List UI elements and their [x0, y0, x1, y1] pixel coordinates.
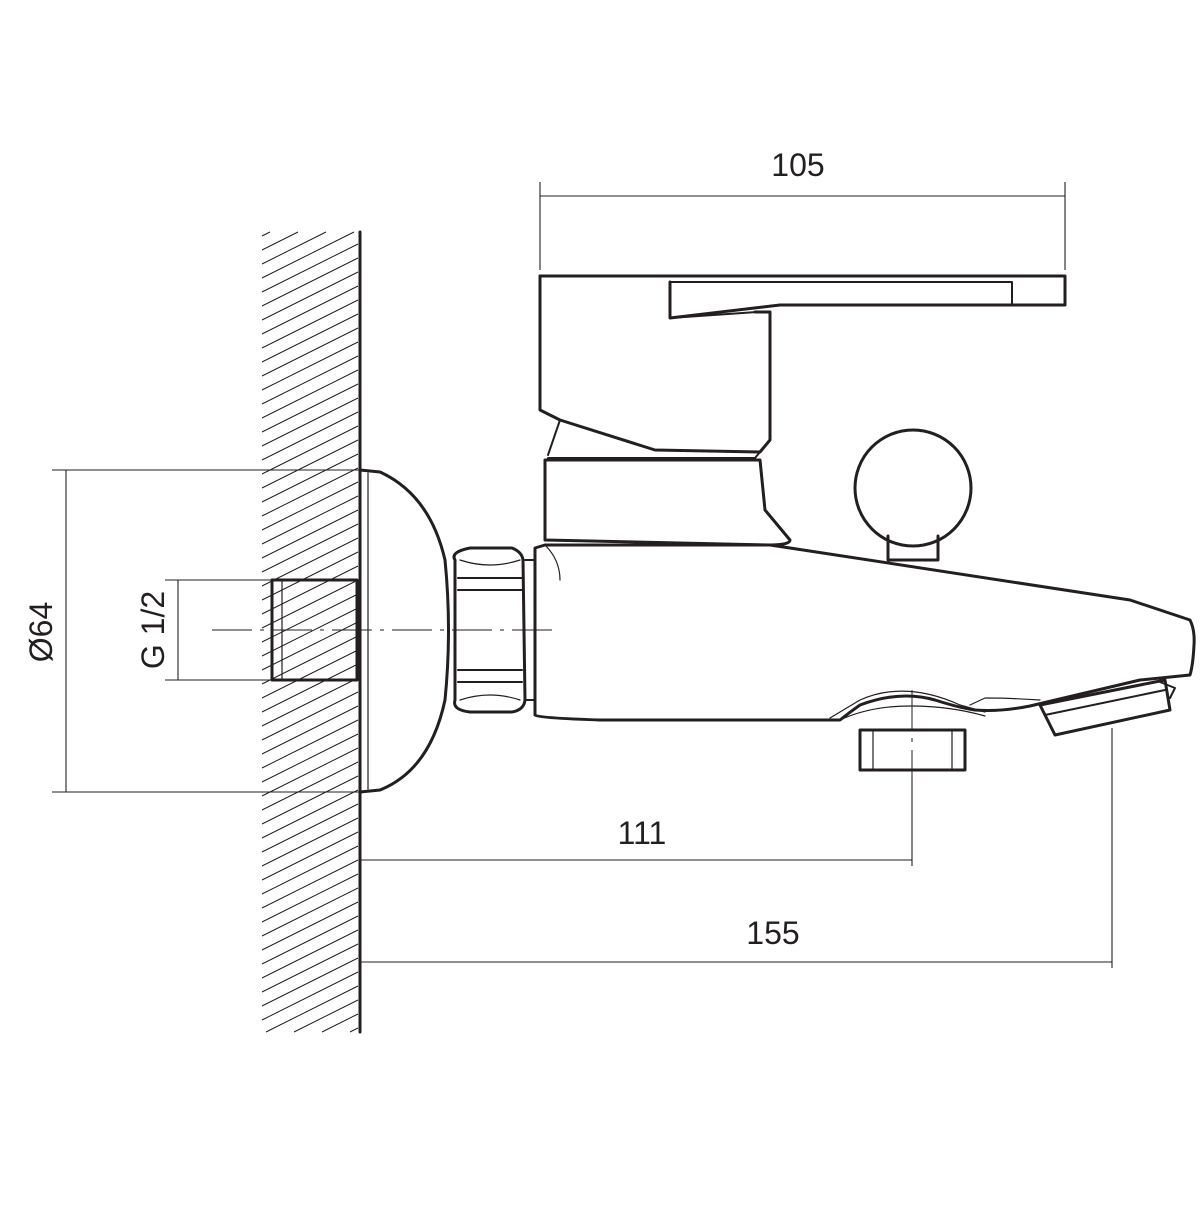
- hatch-line: [261, 719, 359, 769]
- hatch-line: [261, 747, 359, 797]
- hatch-line: [261, 231, 327, 265]
- hatch-line: [261, 523, 359, 573]
- hatch-line: [261, 285, 359, 335]
- hatch-line: [261, 369, 359, 419]
- hatch-line: [261, 537, 359, 587]
- hatch-line: [261, 341, 359, 391]
- hatch-line: [265, 985, 359, 1033]
- hatch-line: [261, 271, 359, 321]
- dimension-label-105: 105: [771, 147, 824, 183]
- hatch-line: [321, 1013, 359, 1033]
- diverter-knob: [853, 428, 973, 562]
- hatch-line: [261, 775, 359, 825]
- hatch-line: [261, 845, 359, 895]
- wall-hatching: [261, 231, 359, 1033]
- hatch-line: [261, 887, 359, 937]
- hatch-line: [261, 327, 359, 377]
- cartridge-housing: [543, 451, 792, 547]
- dimension-outlet-155: 155: [360, 728, 1113, 968]
- hatch-line: [261, 663, 359, 713]
- hatch-line: [261, 817, 359, 867]
- hatch-line: [261, 299, 359, 349]
- hatch-line: [261, 929, 359, 979]
- hatch-line: [261, 243, 359, 293]
- dimension-label-diameter: Ø64: [23, 602, 59, 662]
- hatch-line: [261, 649, 359, 699]
- shower-outlet-fitting: [858, 728, 967, 772]
- dimension-thread: G 1/2: [135, 579, 272, 681]
- wall-flange: [358, 468, 450, 794]
- hatch-line: [261, 579, 359, 629]
- hatch-line: [261, 607, 359, 657]
- hatch-line: [293, 999, 359, 1033]
- hex-nut: [452, 546, 536, 714]
- hatch-line: [261, 551, 359, 601]
- dimension-label-155: 155: [746, 915, 799, 951]
- hatch-line: [261, 425, 359, 475]
- hatch-line: [261, 383, 359, 433]
- hatch-line: [261, 509, 359, 559]
- hatch-line: [261, 901, 359, 951]
- hatch-line: [261, 831, 359, 881]
- hatch-line: [261, 467, 359, 517]
- hatch-line: [349, 1027, 359, 1033]
- hatch-line: [261, 231, 271, 237]
- hatch-line: [261, 411, 359, 461]
- lever-handle: [538, 274, 1067, 456]
- hatch-line: [261, 397, 359, 447]
- hatch-line: [261, 231, 299, 251]
- hatch-line: [261, 635, 359, 685]
- hatch-line: [261, 873, 359, 923]
- hatch-line: [261, 355, 359, 405]
- dimension-flange-diameter: Ø64: [23, 469, 360, 793]
- hatch-line: [261, 957, 359, 1007]
- hatch-line: [261, 761, 359, 811]
- spout-aerator: [1038, 678, 1176, 737]
- hatch-line: [261, 705, 359, 755]
- dimension-lever-length: 105: [539, 147, 1066, 270]
- hatch-line: [261, 971, 359, 1021]
- hatch-line: [261, 495, 359, 545]
- hatch-line: [261, 453, 359, 503]
- hatch-line: [261, 733, 359, 783]
- hatch-line: [261, 943, 359, 993]
- dimension-label-111: 111: [618, 815, 667, 851]
- hatch-line: [261, 231, 355, 279]
- hatch-line: [261, 677, 359, 727]
- hatch-line: [261, 803, 359, 853]
- hatch-line: [261, 439, 359, 489]
- hatch-line: [261, 593, 359, 643]
- hatch-line: [261, 621, 359, 671]
- hatch-line: [261, 789, 359, 839]
- dimension-label-thread: G 1/2: [135, 591, 171, 669]
- hatch-line: [261, 565, 359, 615]
- hatch-line: [261, 859, 359, 909]
- hatch-line: [261, 915, 359, 965]
- dimension-outlet-111: 111: [360, 775, 913, 866]
- mixer-body: [533, 543, 1196, 722]
- hatch-line: [261, 257, 359, 307]
- hatch-line: [261, 313, 359, 363]
- hatch-line: [261, 691, 359, 741]
- hatch-line: [261, 481, 359, 531]
